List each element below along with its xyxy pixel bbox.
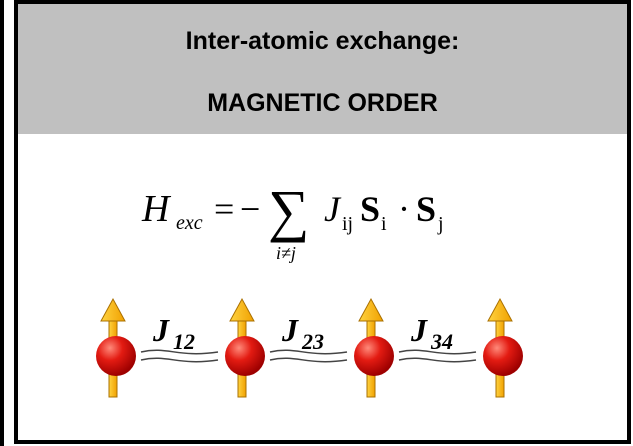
eq-coupling: J — [324, 189, 342, 229]
coupling-label-j23: J — [281, 312, 299, 348]
eq-dot: · — [398, 189, 410, 229]
coupling-label-j12: J — [152, 312, 170, 348]
eq-spin-i-subscript: i — [381, 213, 387, 235]
slide-frame: Inter-atomic exchange: MAGNETIC ORDER H … — [14, 0, 631, 444]
exchange-hamiltonian-equation: H exc = − ∑ i≠j J ij S i · S j — [18, 134, 627, 274]
coupling-subscript-34: 34 — [430, 329, 453, 354]
title-banner: Inter-atomic exchange: MAGNETIC ORDER — [18, 4, 627, 134]
eq-minus: − — [240, 189, 260, 229]
eq-h-symbol: H — [141, 188, 172, 230]
coupling-subscript-23: 23 — [301, 329, 324, 354]
eq-coupling-subscript: ij — [342, 213, 353, 235]
coupling-subscript-12: 12 — [173, 329, 195, 354]
atom-4 — [483, 299, 523, 397]
eq-spin-j-subscript: j — [437, 213, 444, 235]
eq-sum-symbol: ∑ — [268, 178, 309, 243]
eq-h-subscript: exc — [176, 212, 203, 234]
atom-3 — [354, 299, 394, 397]
coupling-label-j34: J — [410, 312, 428, 348]
eq-spin-j: S — [416, 189, 436, 229]
title-line-2: MAGNETIC ORDER — [18, 89, 627, 118]
atom-2 — [225, 299, 265, 397]
eq-spin-i: S — [360, 189, 380, 229]
eq-equals: = — [214, 189, 234, 229]
eq-sum-index: i≠j — [276, 243, 296, 263]
left-border-line — [0, 0, 4, 446]
title-line-1: Inter-atomic exchange: — [18, 27, 627, 56]
spin-chain-diagram: J 12 J 23 J 34 — [18, 289, 627, 409]
atom-1 — [96, 299, 136, 397]
